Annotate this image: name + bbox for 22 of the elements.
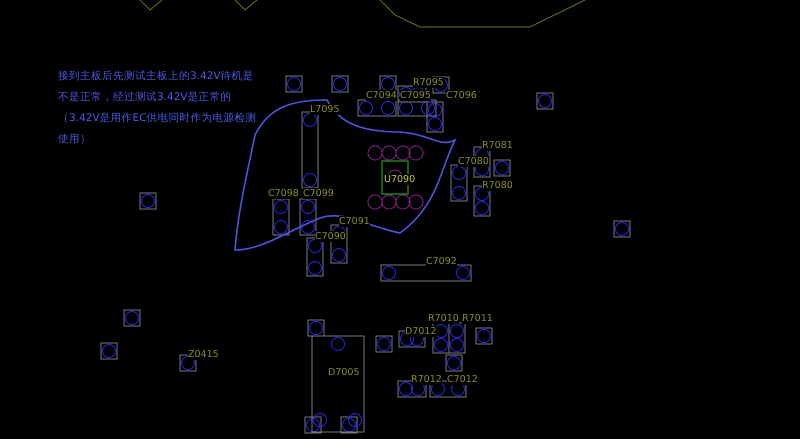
component-label: R7080 [482, 180, 513, 191]
component-label: C7091 [339, 216, 370, 227]
component-label: C7098 [268, 188, 299, 199]
component-label: C7012 [447, 374, 478, 385]
component-label: D7012 [405, 326, 436, 337]
component-label: U7090 [384, 174, 416, 185]
component-label: R7010 [428, 313, 459, 324]
component-label: C7099 [303, 188, 334, 199]
component-label: R7011 [462, 313, 493, 324]
component-label: R7095 [413, 77, 444, 88]
component-label: R7012 [411, 374, 442, 385]
component-label: D7005 [328, 367, 360, 378]
component-label: C7090 [315, 231, 346, 242]
component-label: C7096 [446, 90, 477, 101]
component-label: L7095 [310, 104, 340, 115]
component-label: C7092 [426, 256, 457, 267]
component-label: C7094 [366, 90, 397, 101]
component-label: Z0415 [188, 349, 219, 360]
component-label: R7081 [482, 140, 513, 151]
component-label: C7095 [400, 90, 431, 101]
annotation-note: 接到主板后先测试主板上的3.42V待机是不是正常，经过测试3.42V是正常的（3.42V是用作EC供电同时作为电源检测使用） [58, 69, 258, 147]
component-label: C7080 [458, 156, 489, 167]
